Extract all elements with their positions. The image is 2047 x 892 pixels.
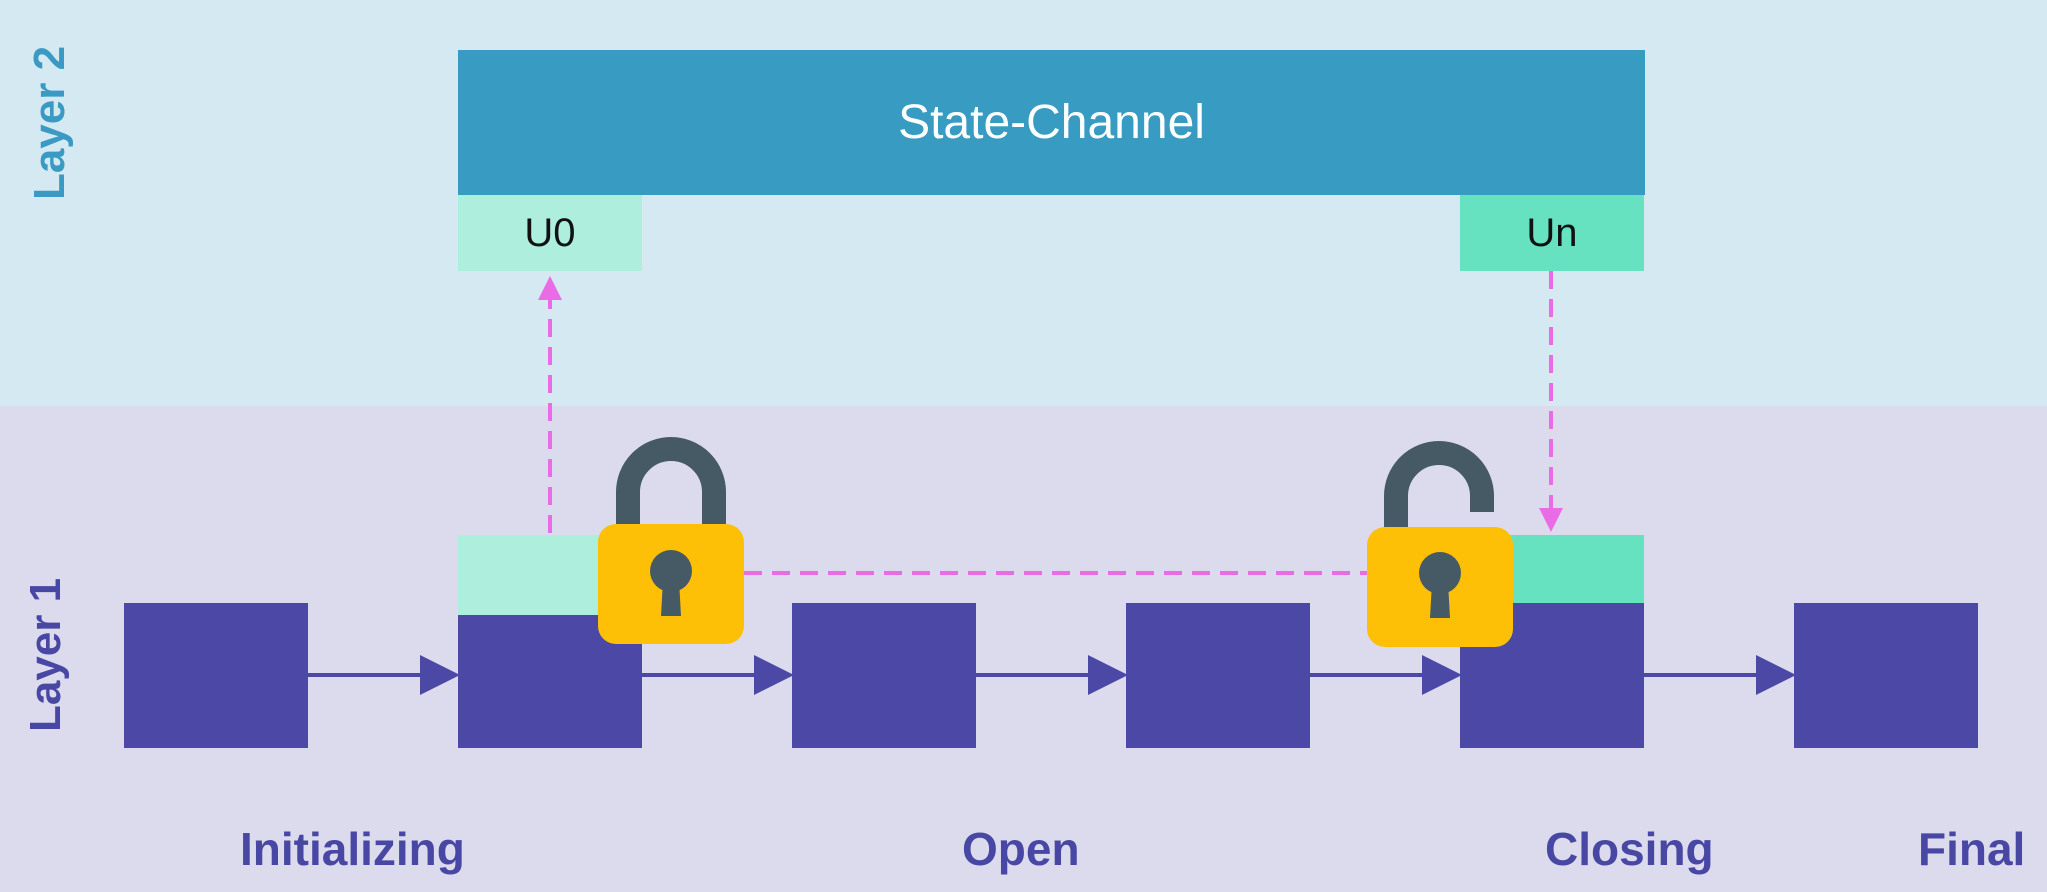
chain-block-3 [792, 603, 976, 748]
state-u0-label: U0 [524, 210, 576, 255]
state-un-box: Un [1460, 195, 1644, 271]
layer-1-band [0, 406, 2047, 892]
lock-closed-icon [598, 437, 744, 644]
state-channel-label: State-Channel [898, 96, 1205, 149]
chain-block-1 [124, 603, 308, 748]
chain-block-6 [1794, 603, 1978, 748]
state-channel-bar: State-Channel [458, 50, 1645, 195]
chain-block-4 [1126, 603, 1310, 748]
state-u0-box: U0 [458, 195, 642, 271]
phase-open: Open [962, 823, 1080, 875]
phase-initializing: Initializing [240, 823, 465, 875]
phase-closing: Closing [1545, 823, 1714, 875]
lock-open-icon [1367, 441, 1513, 647]
state-un-label: Un [1526, 210, 1578, 255]
phase-final: Final [1918, 823, 2026, 875]
